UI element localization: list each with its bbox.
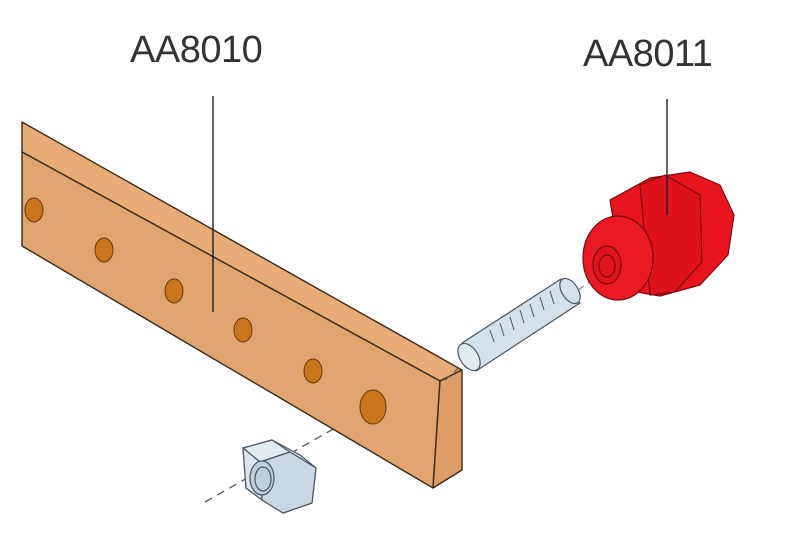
hole	[94, 237, 114, 263]
busbar-front-face	[21, 151, 441, 489]
busbar-holes	[24, 197, 387, 425]
label-busbar: AA8010	[130, 29, 262, 71]
red-insulator	[582, 171, 735, 301]
hole	[164, 278, 184, 304]
hole	[233, 317, 253, 343]
busbar	[21, 121, 463, 489]
hole	[303, 358, 323, 384]
busbar-end-face	[432, 369, 463, 489]
axis-line-insulator	[577, 275, 599, 291]
hole	[24, 197, 44, 223]
hole	[359, 389, 387, 425]
hex-nut	[242, 439, 317, 514]
threaded-stud	[457, 277, 581, 372]
label-insulator: AA8011	[583, 33, 712, 75]
